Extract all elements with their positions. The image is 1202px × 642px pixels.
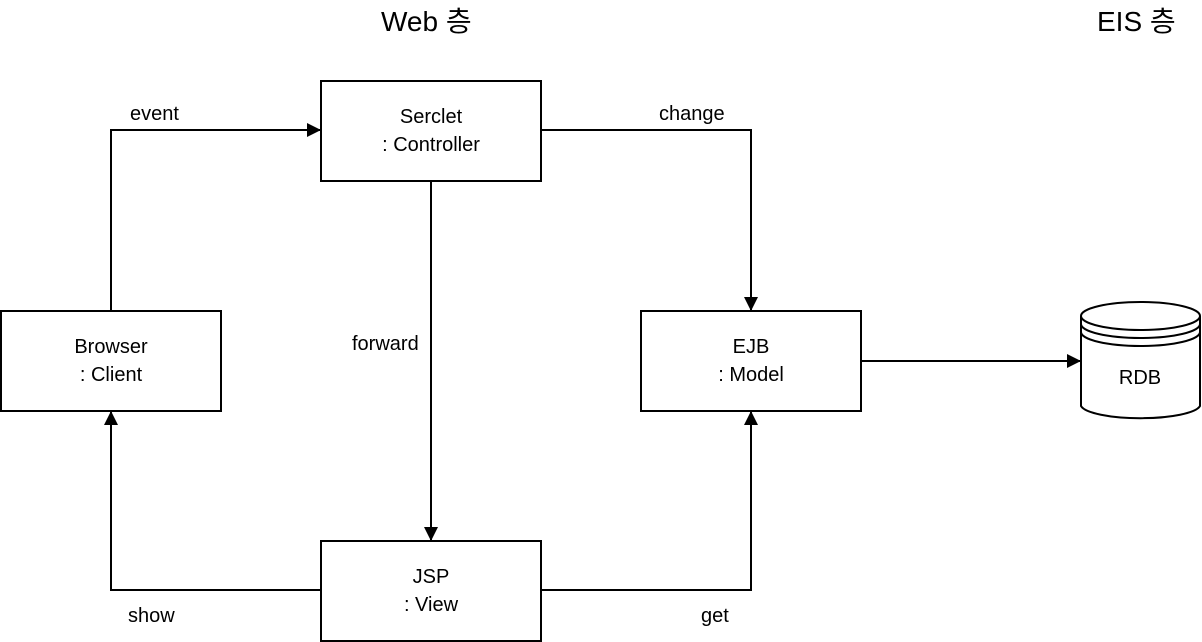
browser-name: Browser — [74, 336, 148, 358]
browser-role: : Client — [79, 364, 143, 386]
jsp-name: JSP — [412, 566, 450, 588]
get-arrow — [542, 411, 758, 591]
rdb-label: RDB — [1118, 367, 1162, 389]
event-arrow — [110, 123, 321, 310]
ejb-role: : Model — [718, 364, 784, 386]
ejb-model-node: EJB : Model — [640, 310, 862, 412]
change-arrow — [542, 129, 758, 311]
ejb-name: EJB — [732, 336, 770, 358]
eis-layer-title: EIS 층 — [1097, 6, 1176, 37]
event-label: event — [130, 103, 179, 125]
web-layer-title: Web 층 — [381, 6, 472, 37]
jsp-view-node: JSP : View — [320, 540, 542, 642]
get-label: get — [701, 605, 729, 627]
forward-label: forward — [352, 333, 419, 355]
show-label: show — [128, 605, 175, 627]
browser-client-node: Browser : Client — [0, 310, 222, 412]
jsp-role: : View — [403, 594, 459, 616]
show-arrow — [104, 411, 320, 591]
servlet-controller-node: Serclet : Controller — [320, 80, 542, 182]
rdb-database-icon — [1080, 301, 1201, 420]
servlet-name: Serclet — [399, 106, 463, 128]
change-label: change — [659, 103, 725, 125]
servlet-role: : Controller — [382, 134, 480, 156]
